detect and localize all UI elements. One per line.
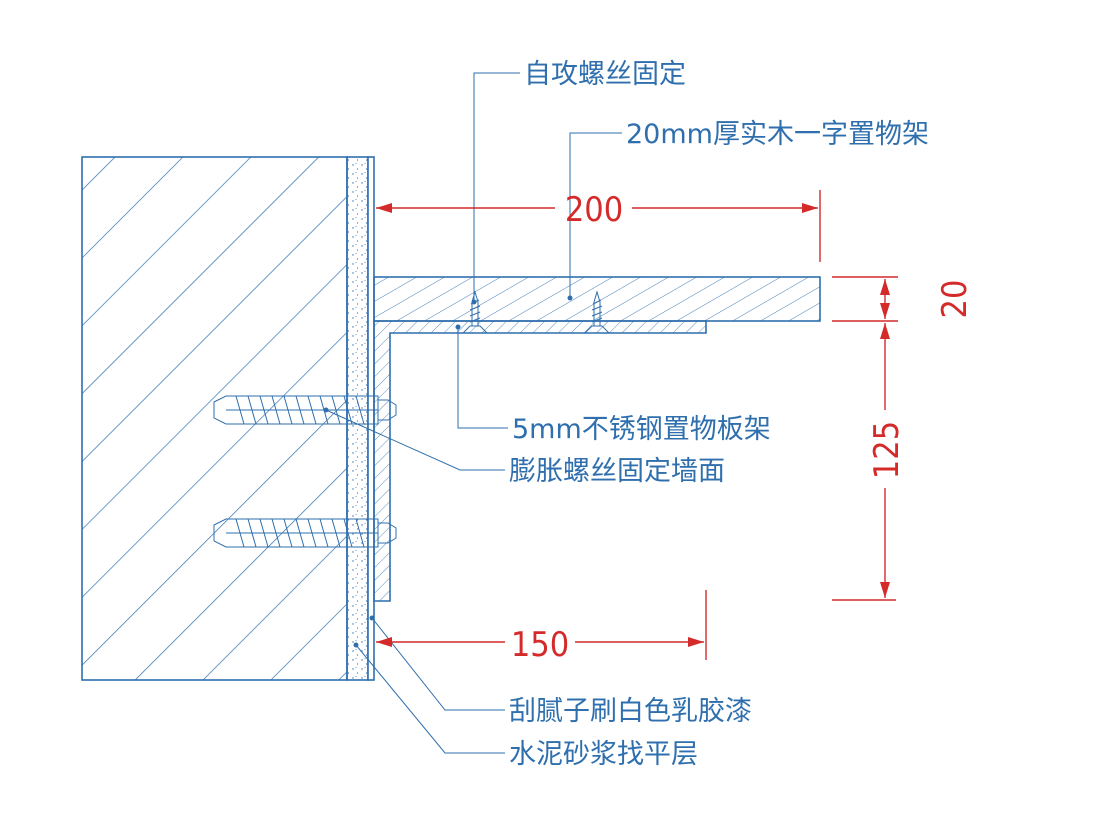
- wood-shelf: [373, 276, 821, 322]
- self-tapping-screw-2: [583, 290, 611, 334]
- label-paint-layer: 刮腻子刷白色乳胶漆: [509, 696, 752, 727]
- label-mortar-layer: 水泥砂浆找平层: [509, 739, 698, 770]
- dim-shelf-depth: [376, 190, 821, 262]
- dim-shelf-depth-value: 200: [565, 190, 623, 230]
- steel-bracket: [373, 320, 707, 602]
- label-expansion-bolt: 膨胀螺丝固定墙面: [509, 456, 725, 487]
- dim-bracket-height-value: 125: [867, 421, 907, 479]
- dim-shelf-thickness: [832, 276, 898, 322]
- dim-bracket-depth: [376, 590, 707, 660]
- label-steel-bracket: 5mm不锈钢置物板架: [512, 414, 771, 445]
- dim-bracket-depth-value: 150: [511, 625, 569, 665]
- dim-shelf-thickness-value: 20: [935, 280, 975, 319]
- self-tapping-screw-1: [461, 290, 489, 334]
- label-wood-shelf: 20mm厚实木一字置物架: [626, 119, 929, 150]
- dim-bracket-height: [832, 323, 896, 601]
- expansion-bolt-2: [213, 518, 397, 548]
- label-self-tapping-screw: 自攻螺丝固定: [524, 59, 686, 90]
- paint-layer: [367, 156, 375, 681]
- leader-lines: [323, 72, 622, 754]
